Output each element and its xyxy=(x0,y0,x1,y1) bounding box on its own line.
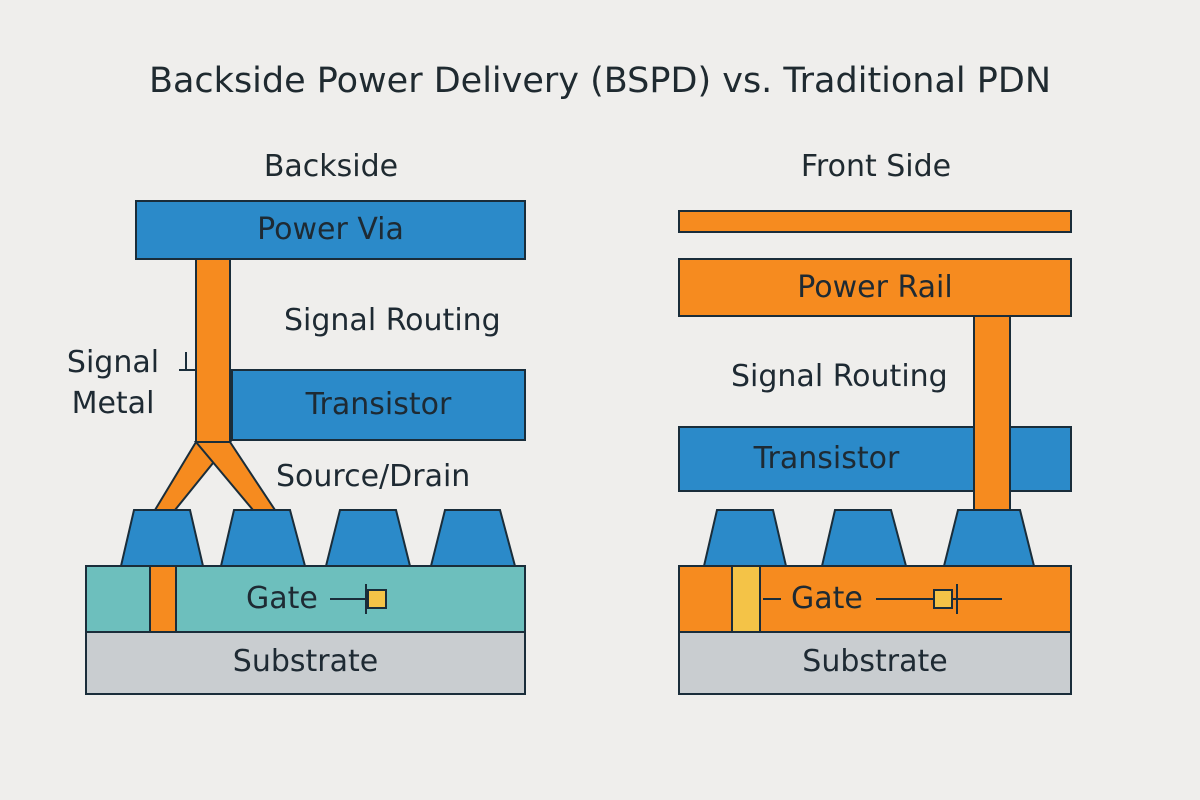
left-via-branch-right xyxy=(193,441,277,511)
right-panel-heading: Front Side xyxy=(800,149,952,184)
right-gate-contact xyxy=(731,565,761,633)
right-source-drain-2 xyxy=(820,509,908,567)
left-source-drain-3 xyxy=(324,509,412,567)
right-power-rail-bar xyxy=(678,258,1072,317)
left-power-via-bar xyxy=(135,200,526,260)
left-substrate xyxy=(85,631,526,695)
left-transistor-bar xyxy=(231,369,526,441)
right-signal-routing-label: Signal Routing xyxy=(731,359,948,394)
right-source-drain-1 xyxy=(702,509,788,567)
left-signal-routing-label: Signal Routing xyxy=(284,303,501,338)
left-gate-via xyxy=(149,565,177,633)
left-panel-graphics xyxy=(85,200,526,695)
left-substrate-label: Substrate xyxy=(232,644,379,679)
diagram-title: Backside Power Delivery (BSPD) vs. Tradi… xyxy=(148,61,1052,101)
right-substrate-label: Substrate xyxy=(802,644,948,679)
right-substrate xyxy=(678,631,1072,695)
left-gate-marker xyxy=(367,589,387,609)
left-transistor-label: Transistor xyxy=(305,387,452,422)
right-gate-label: Gate xyxy=(791,581,863,616)
right-source-drain-3 xyxy=(942,509,1036,567)
left-gate-label: Gate xyxy=(246,581,318,616)
right-vertical-conductor xyxy=(973,315,1011,511)
left-via-conductor xyxy=(195,258,231,445)
right-top-rail xyxy=(678,210,1072,233)
right-power-rail-label: Power Rail xyxy=(797,270,953,305)
right-gate-marker xyxy=(933,589,953,609)
left-source-drain-2 xyxy=(219,509,307,567)
right-transistor-label: Transistor xyxy=(753,441,900,476)
right-panel-graphics xyxy=(678,210,1072,695)
source-drain-label: Source/Drain xyxy=(276,459,471,494)
left-panel-heading: Backside xyxy=(263,149,399,184)
left-power-via-label: Power Via xyxy=(257,212,404,247)
left-source-drain-1 xyxy=(119,509,205,567)
signal-metal-label: Signal Metal xyxy=(66,345,160,421)
left-source-drain-4 xyxy=(429,509,517,567)
